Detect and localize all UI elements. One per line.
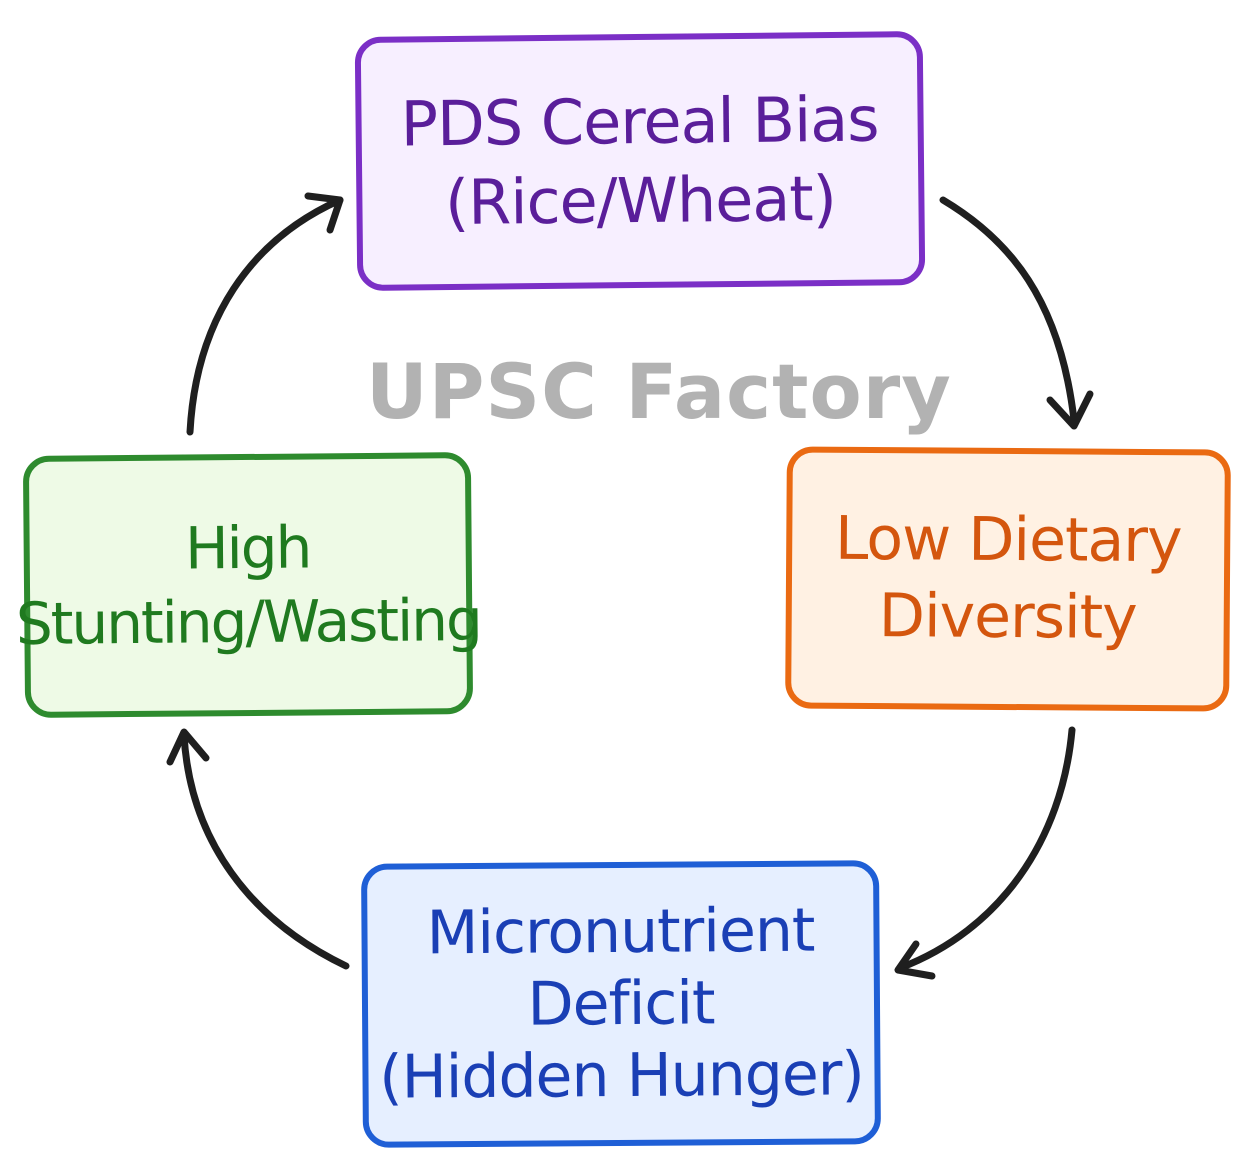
node-micro-line-1: Micronutrient [426,895,815,969]
arrow-micronutrient-to-stunting [166,728,350,970]
node-high-stunting-wasting: High Stunting/Wasting [16,452,481,718]
node-micro-line-3: (Hidden Hunger) [378,1039,865,1113]
watermark-text: UPSC Factory [366,347,952,436]
node-micronutrient-deficit: Micronutrient Deficit (Hidden Hunger) [361,860,881,1148]
node-pds-line-2: (Rice/Wheat) [444,161,837,240]
node-low-line-2: Diversity [878,581,1137,653]
node-pds-line-1: PDS Cereal Bias [400,82,879,161]
node-micro-line-2: Deficit [527,968,715,1040]
node-low-dietary-diversity: Low Dietary Diversity [785,446,1231,712]
node-pds-cereal-bias: PDS Cereal Bias (Rice/Wheat) [354,31,926,291]
node-high-line-1: High [184,513,311,583]
arrow-diversity-to-micronutrient [894,726,1076,980]
arrow-pds-to-diversity [939,196,1094,430]
node-low-line-1: Low Dietary [834,503,1182,577]
arrow-stunting-to-pds [186,192,344,436]
node-high-line-2: Stunting/Wasting [15,585,482,659]
